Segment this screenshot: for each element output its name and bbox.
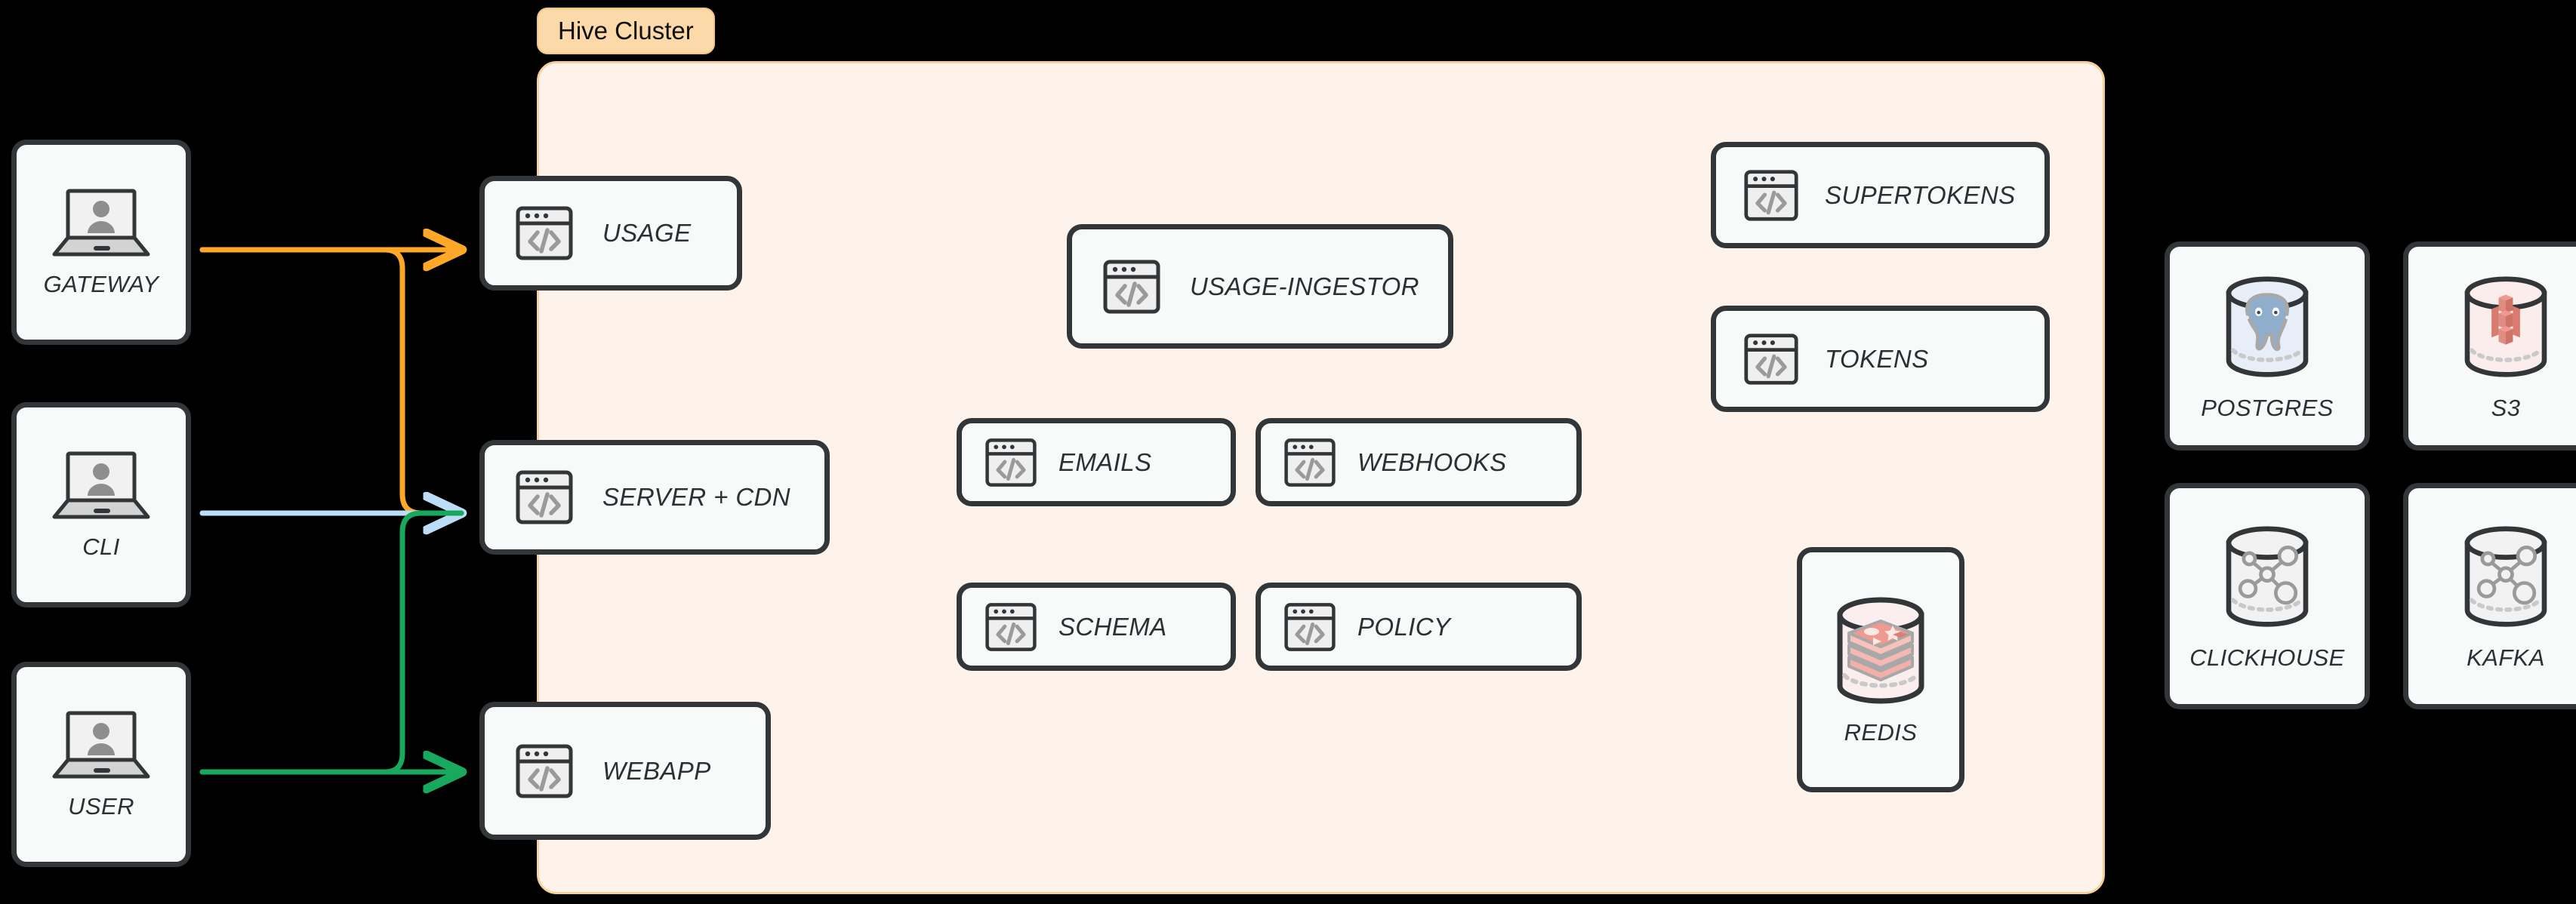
service-node-usage-ingestor[interactable]: USAGE-INGESTOR xyxy=(1067,224,1453,349)
service-label-supertokens: SUPERTOKENS xyxy=(1825,180,2016,209)
wire-gateway-to-server-cdn xyxy=(199,247,464,516)
service-label-tokens: TOKENS xyxy=(1825,344,1929,373)
hive-cluster-badge-label: Hive Cluster xyxy=(558,17,694,45)
service-node-usage[interactable]: USAGE xyxy=(479,176,742,291)
client-node-cli[interactable]: CLI xyxy=(11,402,191,607)
hive-cluster-badge: Hive Cluster xyxy=(537,8,715,54)
client-label-cli: CLI xyxy=(82,533,120,560)
service-node-policy[interactable]: POLICY xyxy=(1256,583,1582,671)
store-node-postgres[interactable]: POSTGRES xyxy=(2165,241,2370,450)
postgres-db-icon xyxy=(2226,275,2309,377)
client-label-gateway: GATEWAY xyxy=(43,271,159,297)
service-node-webapp[interactable]: WEBAPP xyxy=(479,702,771,840)
store-label-kafka: KAFKA xyxy=(2467,644,2545,671)
client-node-gateway[interactable]: GATEWAY xyxy=(11,140,191,345)
laptop-user-icon xyxy=(52,189,150,257)
service-node-emails[interactable]: EMAILS xyxy=(957,418,1236,506)
service-label-usage: USAGE xyxy=(602,219,692,247)
network-db-icon xyxy=(2464,526,2547,627)
code-window-icon xyxy=(1103,260,1160,313)
client-node-user[interactable]: USER xyxy=(11,662,191,867)
s3-db-icon xyxy=(2464,275,2547,377)
wire-user-to-server-cdn xyxy=(199,510,464,775)
code-window-icon xyxy=(985,438,1037,487)
client-label-user: USER xyxy=(68,793,134,819)
laptop-user-icon xyxy=(52,711,150,779)
store-node-redis[interactable]: REDIS xyxy=(1797,547,1964,792)
service-node-server-cdn[interactable]: SERVER + CDN xyxy=(479,440,830,555)
store-label-postgres: POSTGRES xyxy=(2201,394,2334,421)
store-node-s3[interactable]: S3 xyxy=(2403,241,2576,450)
service-node-webhooks[interactable]: WEBHOOKS xyxy=(1256,418,1582,506)
service-node-schema[interactable]: SCHEMA xyxy=(957,583,1236,671)
redis-db-icon xyxy=(1837,597,1924,703)
service-label-schema: SCHEMA xyxy=(1058,612,1167,641)
service-label-usage-ingestor: USAGE-INGESTOR xyxy=(1190,272,1419,300)
store-label-s3: S3 xyxy=(2491,394,2521,421)
code-window-icon xyxy=(516,470,573,524)
service-node-supertokens[interactable]: SUPERTOKENS xyxy=(1711,142,2050,248)
service-label-webapp: WEBAPP xyxy=(602,756,711,785)
service-label-policy: POLICY xyxy=(1357,612,1451,641)
service-node-tokens[interactable]: TOKENS xyxy=(1711,306,2050,412)
code-window-icon xyxy=(1284,602,1336,651)
store-node-clickhouse[interactable]: CLICKHOUSE xyxy=(2165,483,2370,709)
store-label-clickhouse: CLICKHOUSE xyxy=(2189,644,2345,671)
code-window-icon xyxy=(1284,438,1336,487)
code-window-icon xyxy=(516,206,573,260)
network-db-icon xyxy=(2226,526,2309,627)
laptop-user-icon xyxy=(52,451,150,519)
code-window-icon xyxy=(1744,169,1798,221)
store-label-redis: REDIS xyxy=(1844,718,1918,746)
service-label-webhooks: WEBHOOKS xyxy=(1357,447,1507,476)
code-window-icon xyxy=(516,744,573,798)
code-window-icon xyxy=(1744,333,1798,385)
service-label-emails: EMAILS xyxy=(1058,447,1152,476)
store-node-kafka[interactable]: KAFKA xyxy=(2403,483,2576,709)
code-window-icon xyxy=(985,602,1037,651)
service-label-server-cdn: SERVER + CDN xyxy=(602,483,791,511)
